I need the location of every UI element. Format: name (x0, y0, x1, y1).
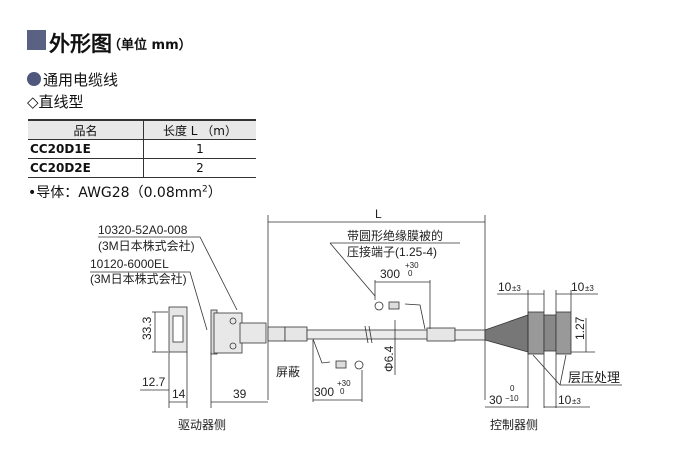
conductor-spec: •导体：AWG28（0.08mm2） (28, 182, 222, 202)
dim-33-3: 33.3 (140, 316, 154, 340)
cable-type-heading: 通用电缆线 (27, 69, 118, 90)
laminate-label: 层压处理 (568, 370, 620, 385)
dim-12-7: 12.7 (142, 375, 166, 389)
cable-type-text: 通用电缆线 (43, 71, 119, 89)
dim-300-top: 300 (380, 267, 400, 281)
length-cell: 1 (143, 139, 256, 159)
shield-label: 屏蔽 (276, 365, 300, 379)
header-length: 长度 L （m） (143, 119, 256, 140)
table-header-row: 品名 长度 L （m） (28, 119, 256, 140)
tol-0: 0 (340, 387, 345, 396)
header-model: 品名 (28, 119, 144, 140)
length-cell: 2 (143, 158, 256, 178)
dim-10-top-left: 10 (498, 280, 512, 294)
connector1-maker: (3M日本株式会社) (98, 238, 195, 253)
tol-plus30: +30 (405, 261, 419, 270)
connector2-maker: (3M日本株式会社) (90, 271, 187, 286)
table-row: CC20D1E 1 (28, 139, 256, 159)
page-title: 外形图 (49, 32, 112, 56)
dim-10-bottom: 10 (558, 393, 572, 407)
dim-1-27: 1.27 (573, 316, 587, 340)
form-heading: ◇直线型 (27, 93, 84, 111)
superscript: 2 (202, 184, 208, 195)
dim-phi: Φ6.4 (382, 345, 396, 372)
connector1-part: 10320-52A0-008 (98, 223, 188, 237)
table-row: CC20D2E 2 (28, 158, 256, 178)
tol-pm3: ±3 (572, 397, 581, 406)
dim-39: 39 (233, 387, 247, 401)
driver-side-label: 驱动器侧 (178, 418, 226, 432)
tol-pm3: ±3 (512, 284, 521, 293)
terminal-label-2: 压接端子(1.25-4) (347, 244, 437, 259)
dim-14: 14 (172, 387, 186, 401)
dim-30: 30 (489, 393, 503, 407)
conductor-text: •导体：AWG28（0.08mm (28, 185, 203, 201)
title-marker (27, 30, 46, 50)
controller-side-label: 控制器侧 (490, 418, 538, 432)
tol-pm3: ±3 (585, 284, 594, 293)
dim-L: L (375, 207, 382, 221)
model-cell: CC20D1E (28, 139, 144, 159)
unit-label: （单位 mm） (108, 38, 192, 53)
tol-minus10: −10 (505, 394, 519, 403)
dim-10-top-right: 10 (571, 280, 585, 294)
model-table: 品名 长度 L （m） CC20D1E 1 CC20D2E 2 (28, 119, 256, 178)
tol-0: 0 (408, 269, 413, 278)
dim-300-bottom: 300 (314, 385, 334, 399)
bullet-icon (27, 72, 41, 86)
tol-plus30: +30 (337, 379, 351, 388)
conductor-close: ） (207, 185, 222, 201)
terminal-label-1: 带圆形绝缘膜被的 (347, 228, 443, 243)
tol-0: 0 (510, 384, 515, 393)
connector2-part: 10120-6000EL (90, 257, 169, 271)
model-cell: CC20D2E (28, 158, 144, 178)
